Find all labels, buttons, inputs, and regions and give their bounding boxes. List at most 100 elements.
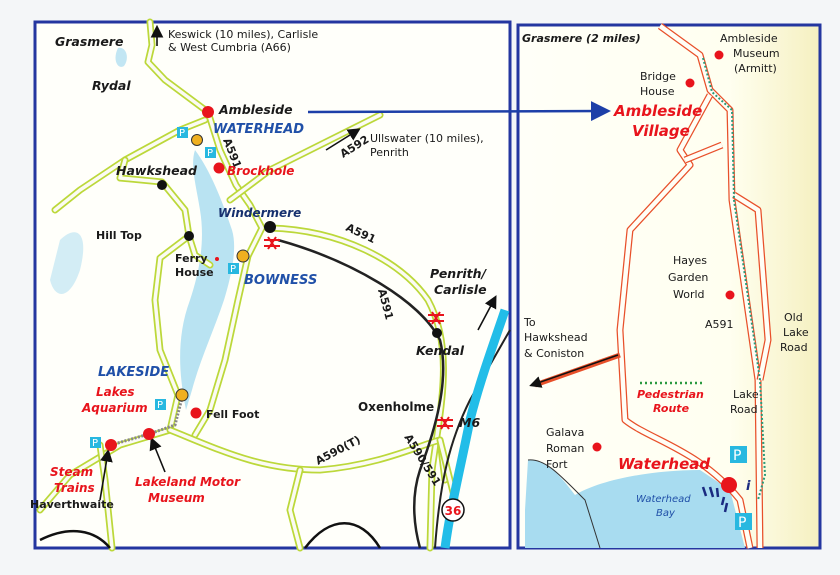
lakeside-pier-marker[interactable] [175, 388, 189, 402]
label-carlisle: Carlisle [434, 282, 487, 297]
museum-marker[interactable] [714, 50, 724, 60]
label-ullswater-2: Penrith [370, 146, 409, 159]
bridge-house-marker[interactable] [685, 78, 695, 88]
hill-top-marker[interactable] [184, 231, 194, 241]
detail-labels: Grasmere (2 miles) Ambleside Museum (Arm… [522, 32, 809, 519]
svg-text:P: P [179, 128, 185, 139]
info-icon: i [746, 479, 751, 494]
ambleside-detail-panel: P P i Grasmere (2 miles) Ambleside Museu… [516, 23, 822, 550]
label-waterhead: WATERHEAD [213, 122, 304, 137]
label-aquarium: Aquarium [81, 401, 148, 415]
hawkshead-marker[interactable] [157, 180, 167, 190]
svg-text:P: P [157, 400, 163, 411]
label-kendal: Kendal [416, 343, 465, 358]
label-ferry-house: House [175, 266, 214, 279]
parking-icon: P [177, 127, 188, 139]
rail-station-icon [264, 236, 453, 430]
map-markers [105, 106, 442, 451]
label-pedestrian-route: Pedestrian [637, 388, 704, 401]
label-lakes: Lakes [96, 385, 135, 399]
label-to-hawkshead: To [523, 316, 536, 329]
label-motor-museum: Museum [148, 491, 205, 505]
svg-text:Route: Route [653, 402, 690, 415]
label-windermere: Windermere [218, 206, 301, 220]
label-haverthwaite: Haverthwaite [30, 498, 114, 511]
svg-text:Road: Road [780, 341, 808, 354]
overview-map-panel: P P P P P 36 Grasmere Keswick (10 miles)… [30, 18, 512, 552]
svg-text:36: 36 [445, 504, 462, 518]
label-fell-foot: Fell Foot [206, 408, 259, 421]
parking-icon: P [90, 437, 101, 449]
haverthwaite-arrow-icon [99, 448, 113, 501]
waterhead-bay [525, 459, 745, 548]
steam-trains-marker[interactable] [105, 439, 117, 451]
penrith-arrow-icon [477, 295, 497, 331]
label-brockhole: Brockhole [227, 164, 294, 178]
label-hawkshead: Hawkshead [116, 163, 198, 178]
label-old-lake-road: Old [784, 311, 803, 324]
label-waterhead-detail: Waterhead [618, 455, 710, 473]
label-oxenholme: Oxenholme [358, 400, 434, 414]
label-keswick: Keswick (10 miles), Carlisle [168, 28, 318, 41]
piers-icon [701, 486, 729, 513]
svg-text:Fort: Fort [546, 458, 568, 471]
svg-text:Roman: Roman [546, 442, 584, 455]
label-waterhead-bay: Waterhead [636, 494, 691, 505]
label-grasmere: Grasmere [55, 34, 123, 49]
label-ambleside-village: Ambleside [613, 102, 702, 120]
label-keswick-2: & West Cumbria (A66) [168, 41, 291, 54]
ferry-house-marker[interactable] [215, 257, 219, 261]
parking-icon: P [155, 399, 166, 411]
parking-icon: P [205, 147, 216, 159]
parking-icons-detail: P P [730, 446, 752, 531]
motor-museum-marker[interactable] [143, 428, 155, 440]
galava-marker[interactable] [592, 442, 602, 452]
svg-text:Road: Road [730, 403, 758, 416]
pedestrian-route-path [702, 57, 767, 501]
brockhole-marker[interactable] [213, 162, 225, 174]
waterhead-marker[interactable] [721, 477, 737, 493]
svg-text:& Coniston: & Coniston [524, 347, 584, 360]
label-trains: Trains [54, 481, 95, 495]
esthwaite-water [50, 232, 84, 294]
svg-text:P: P [92, 438, 98, 449]
junction-36-badge: 36 [441, 498, 465, 522]
svg-text:P: P [738, 515, 746, 531]
label-steam: Steam [50, 465, 93, 479]
parking-icon: P [735, 513, 752, 531]
parking-icon: P [730, 446, 747, 464]
svg-text:Village: Village [632, 122, 690, 140]
label-rydal: Rydal [92, 78, 131, 93]
svg-text:Garden: Garden [668, 271, 708, 284]
label-galava: Galava [546, 426, 584, 439]
kendal-marker[interactable] [432, 328, 442, 338]
label-bridge-house: Bridge [640, 70, 676, 83]
bowness-pier-marker[interactable] [236, 249, 250, 263]
detail-link-arrow-icon [307, 101, 611, 122]
ambleside-marker[interactable] [202, 106, 214, 118]
label-ferry: Ferry [175, 252, 208, 265]
label-ambleside: Ambleside [218, 102, 293, 117]
svg-text:Museum: Museum [733, 47, 780, 60]
svg-text:(Armitt): (Armitt) [734, 62, 777, 75]
windermere-marker[interactable] [264, 221, 276, 233]
hayes-marker[interactable] [725, 290, 735, 300]
motor-museum-arrow-icon [149, 437, 166, 473]
svg-text:P: P [230, 264, 236, 275]
label-motor: Lakeland Motor [135, 475, 241, 489]
road-m6: M6 [459, 415, 480, 430]
svg-text:Hawkshead: Hawkshead [524, 331, 588, 344]
parking-icons: P P P P P [90, 127, 239, 449]
svg-text:World: World [673, 288, 705, 301]
svg-text:House: House [640, 85, 675, 98]
label-hill-top: Hill Top [96, 229, 142, 242]
ullswater-arrow-icon [325, 128, 361, 151]
waterhead-pier-marker[interactable] [191, 134, 203, 146]
to-hawkshead-arrow-icon [529, 354, 619, 388]
svg-text:P: P [733, 448, 741, 464]
steam-railway [110, 397, 184, 447]
railway-line-m6-side [434, 329, 511, 549]
label-ullswater: Ullswater (10 miles), [370, 132, 484, 145]
fell-foot-marker[interactable] [190, 407, 202, 419]
